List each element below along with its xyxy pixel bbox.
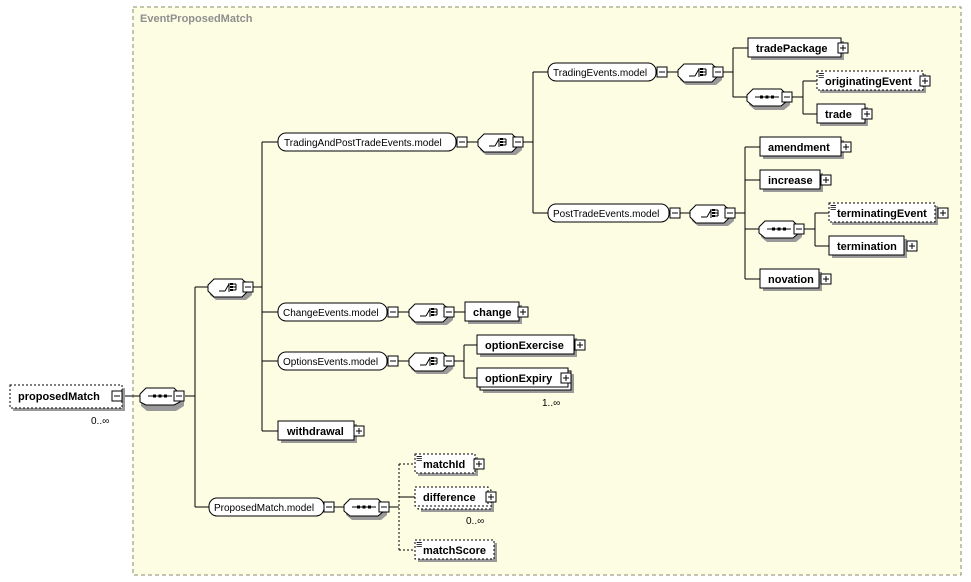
- choice-compositor-icon: [689, 204, 734, 226]
- expand-toggle-icon[interactable]: [820, 174, 832, 186]
- element-label-optionexercise: optionExercise: [485, 340, 564, 352]
- group-label-tradingevents: TradingEvents.model: [553, 68, 647, 79]
- element-novation[interactable]: novation: [759, 268, 822, 291]
- element-matchscore[interactable]: ≡ matchScore: [414, 539, 497, 562]
- element-label-difference: difference: [423, 492, 476, 504]
- element-change[interactable]: change: [464, 301, 522, 324]
- element-matchid[interactable]: ≡ matchId: [414, 453, 478, 476]
- element-label-trade: trade: [825, 109, 852, 121]
- collapse-toggle-icon[interactable]: [387, 306, 399, 318]
- element-termination[interactable]: termination: [828, 235, 907, 258]
- expand-toggle-icon[interactable]: [919, 75, 931, 87]
- collapse-toggle-icon[interactable]: [656, 66, 668, 78]
- expand-toggle-icon[interactable]: [485, 491, 497, 503]
- group-label-posttradeevents: PostTradeEvents.model: [553, 209, 659, 220]
- element-label-matchid: matchId: [423, 459, 465, 471]
- collapse-toggle-icon[interactable]: [712, 66, 724, 78]
- element-amendment[interactable]: amendment: [759, 136, 844, 159]
- collapse-toggle-icon[interactable]: [443, 306, 455, 318]
- expand-toggle-icon[interactable]: [517, 306, 529, 318]
- sequence-compositor-icon: [746, 88, 790, 110]
- expand-toggle-icon[interactable]: [937, 207, 949, 219]
- collapse-toggle-icon[interactable]: [669, 207, 681, 219]
- expand-toggle-icon[interactable]: [840, 141, 852, 153]
- group-label-proposedmatch: ProposedMatch.model: [214, 503, 314, 514]
- expand-toggle-icon[interactable]: [574, 339, 586, 351]
- collapse-toggle-icon[interactable]: [378, 501, 390, 513]
- element-originatingevent[interactable]: ≡ originatingEvent: [816, 70, 926, 93]
- occurrence-proposedmatch: 0..∞: [91, 416, 109, 427]
- element-doc-icon: ≡: [830, 202, 836, 214]
- element-label-originatingevent: originatingEvent: [825, 76, 912, 88]
- element-optionexpiry[interactable]: optionExpiry: [476, 367, 574, 393]
- occurrence-difference: 0..∞: [466, 516, 484, 527]
- expand-toggle-icon[interactable]: [820, 273, 832, 285]
- occurrence-optionexpiry: 1..∞: [542, 398, 560, 409]
- element-label-amendment: amendment: [768, 142, 830, 154]
- element-increase[interactable]: increase: [759, 169, 823, 192]
- expand-toggle-icon[interactable]: [906, 240, 918, 252]
- element-label-terminatingevent: terminatingEvent: [837, 208, 927, 220]
- sequence-compositor-icon: [758, 220, 802, 242]
- container-box: EventProposedMatch: [132, 6, 962, 576]
- expand-toggle-icon[interactable]: [473, 458, 485, 470]
- group-label-changeevents: ChangeEvents.model: [283, 308, 379, 319]
- choice-compositor-icon: [677, 63, 722, 85]
- choice-compositor-icon: [408, 303, 453, 325]
- group-posttradeevents[interactable]: PostTradeEvents.model: [547, 203, 670, 223]
- element-tradepackage[interactable]: tradePackage: [747, 37, 844, 60]
- element-label-withdrawal: withdrawal: [286, 426, 344, 438]
- collapse-toggle-icon[interactable]: [387, 355, 399, 367]
- collapse-toggle-icon[interactable]: [111, 390, 123, 402]
- collapse-toggle-icon[interactable]: [443, 355, 455, 367]
- group-changeevents[interactable]: ChangeEvents.model: [277, 302, 388, 322]
- element-doc-icon: ≡: [818, 70, 824, 82]
- element-withdrawal[interactable]: withdrawal: [277, 420, 357, 443]
- group-label-tradingandposttradeevents: TradingAndPostTradeEvents.model: [284, 138, 442, 149]
- expand-toggle-icon[interactable]: [560, 372, 572, 384]
- connectors: [123, 47, 829, 551]
- collapse-toggle-icon[interactable]: [512, 136, 524, 148]
- collapse-toggle-icon[interactable]: [242, 281, 254, 293]
- container-title: EventProposedMatch: [140, 13, 253, 25]
- group-proposedmatch[interactable]: ProposedMatch.model: [208, 497, 325, 517]
- element-proposedmatch[interactable]: proposedMatch: [9, 384, 125, 411]
- choice-compositor-icon: [207, 278, 252, 300]
- group-tradingevents[interactable]: TradingEvents.model: [547, 62, 657, 82]
- sequence-compositor-icon: [139, 387, 184, 411]
- group-tradingandposttradeevents[interactable]: TradingAndPostTradeEvents.model: [277, 132, 457, 152]
- element-label-change: change: [473, 307, 512, 319]
- collapse-toggle-icon[interactable]: [781, 91, 793, 103]
- element-label-termination: termination: [837, 241, 897, 253]
- collapse-toggle-icon[interactable]: [323, 501, 335, 513]
- collapse-toggle-icon[interactable]: [173, 390, 185, 402]
- element-terminatingevent[interactable]: ≡ terminatingEvent: [828, 202, 938, 225]
- choice-compositor-icon: [477, 133, 522, 155]
- element-label-optionexpiry: optionExpiry: [485, 373, 553, 385]
- collapse-toggle-icon[interactable]: [724, 207, 736, 219]
- element-label-matchscore: matchScore: [423, 545, 486, 557]
- expand-toggle-icon[interactable]: [837, 42, 849, 54]
- sequence-compositor-icon: [343, 498, 387, 520]
- element-label-novation: novation: [768, 274, 814, 286]
- collapse-toggle-icon[interactable]: [456, 136, 468, 148]
- element-doc-icon: ≡: [416, 453, 422, 465]
- element-difference[interactable]: difference: [414, 486, 494, 512]
- group-label-optionsevents: OptionsEvents.model: [283, 357, 378, 368]
- expand-toggle-icon[interactable]: [353, 425, 365, 437]
- expand-toggle-icon[interactable]: [861, 108, 873, 120]
- collapse-toggle-icon[interactable]: [793, 223, 805, 235]
- group-optionsevents[interactable]: OptionsEvents.model: [277, 351, 388, 371]
- element-label-increase: increase: [768, 175, 813, 187]
- element-label-tradepackage: tradePackage: [756, 43, 828, 55]
- element-label-proposedmatch: proposedMatch: [18, 391, 100, 403]
- element-doc-icon: ≡: [416, 539, 422, 551]
- element-trade[interactable]: trade: [816, 103, 868, 126]
- choice-compositor-icon: [408, 352, 453, 374]
- element-optionexercise[interactable]: optionExercise: [476, 334, 577, 357]
